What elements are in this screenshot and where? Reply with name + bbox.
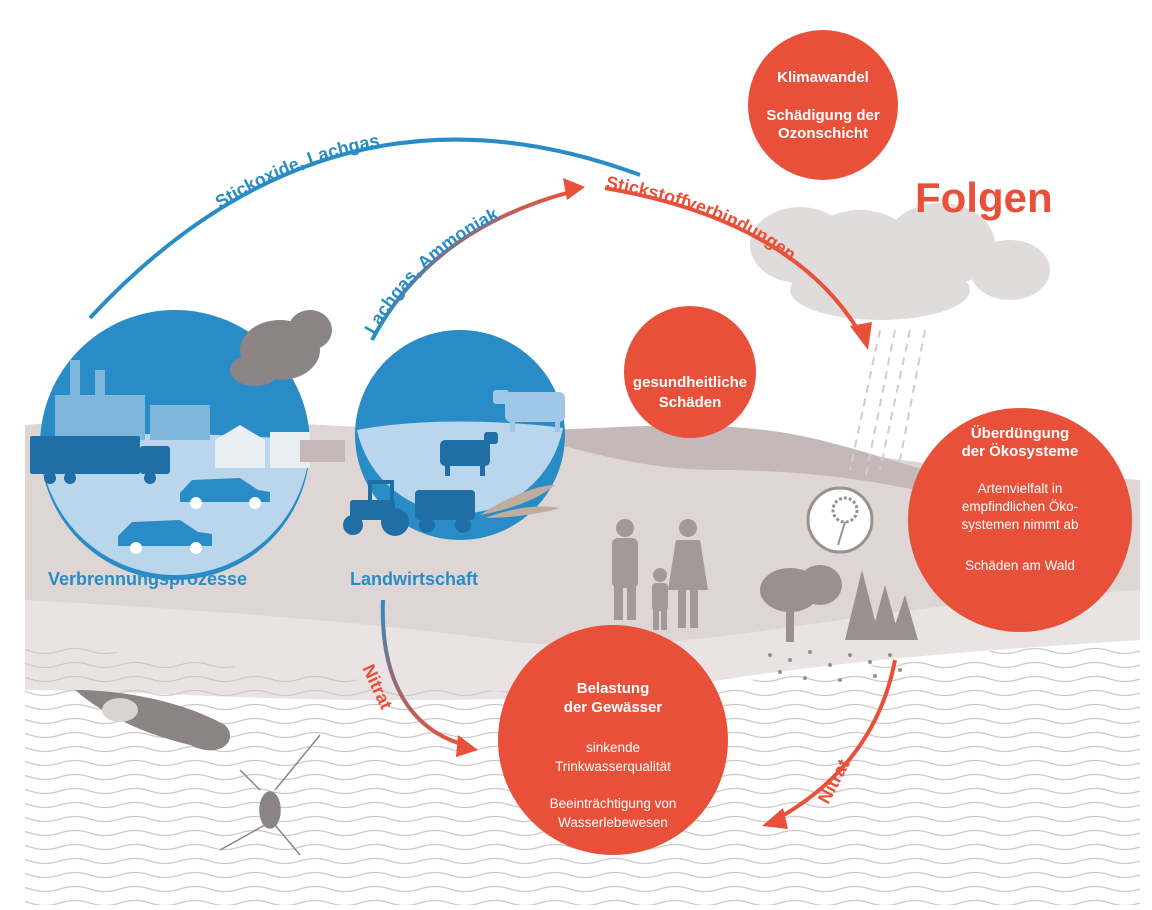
rain-lines — [849, 329, 926, 481]
fertilizer-spray-icon — [480, 485, 560, 518]
title-folgen: Folgen — [915, 174, 1053, 221]
label-ammoniak: Lachgas, Ammoniak — [361, 203, 503, 337]
arrow-stickoxide — [88, 137, 641, 320]
combustion-scene — [30, 310, 345, 580]
arrow-stickstoff — [604, 186, 872, 350]
tractor-icon — [343, 480, 475, 536]
gewaesser-body1: sinkende — [586, 740, 640, 755]
arrow-nitrat-right — [762, 659, 897, 829]
gewaesser-title2: der Gewässer — [564, 699, 663, 716]
label-stickoxide: Stickoxide, Lachgas — [212, 130, 381, 212]
arrow-nitrat-left — [380, 599, 478, 757]
car-icon-lower — [118, 520, 212, 554]
circle-gewaesser: Belastung der Gewässer sinkende Trinkwas… — [498, 625, 728, 855]
houses-icon — [215, 425, 345, 468]
klima-line1: Klimawandel — [777, 69, 869, 86]
rain-cloud — [750, 203, 1050, 320]
cow-icon-top — [493, 390, 565, 432]
factory-icon — [55, 360, 210, 440]
flower-icon — [806, 486, 874, 554]
ueberduengung-body3: systemen nimmt ab — [961, 517, 1078, 532]
gewaesser-body2: Trinkwasserqualität — [555, 759, 671, 774]
klima-line3: Ozonschicht — [778, 125, 868, 142]
label-landwirtschaft: Landwirtschaft — [350, 569, 478, 589]
ueberduengung-title1: Überdüngung — [971, 425, 1069, 442]
ueberduengung-title2: der Ökosysteme — [962, 443, 1079, 460]
land-ridge — [560, 425, 960, 500]
forest-icon — [760, 565, 918, 642]
gewaesser-body4: Wasserlebewesen — [558, 815, 668, 830]
soil-dots — [768, 650, 902, 682]
circle-ueberduengung: Überdüngung der Ökosysteme Artenvielfalt… — [908, 408, 1132, 632]
gewaesser-body3: Beeinträchtigung von — [550, 796, 677, 811]
circle-gesundheit: gesundheitliche Schäden — [624, 306, 756, 438]
gewaesser-title1: Belastung — [577, 680, 650, 697]
gesundheit-line2: Schäden — [659, 394, 722, 411]
agriculture-scene — [343, 330, 565, 540]
cow-icon-bottom — [440, 432, 498, 476]
fish-icon — [75, 690, 231, 751]
ueberduengung-body1: Artenvielfalt in — [978, 481, 1063, 496]
ueberduengung-body2: empfindlichen Öko- — [962, 499, 1078, 514]
smoke-icon — [230, 310, 332, 386]
insect-larva-icon — [219, 734, 321, 856]
klima-line2: Schädigung der — [766, 107, 880, 124]
circle-klima: Klimawandel Schädigung der Ozonschicht — [748, 30, 898, 180]
car-icon-upper — [180, 478, 270, 509]
family-silhouette-icon — [612, 519, 708, 630]
arrow-ammoniak — [370, 178, 585, 341]
gesundheit-line1: gesundheitliche — [633, 374, 747, 391]
label-verbrennungsprozesse: Verbrennungsprozesse — [48, 569, 247, 589]
ueberduengung-body4: Schäden am Wald — [965, 558, 1075, 573]
truck-icon — [30, 436, 170, 484]
